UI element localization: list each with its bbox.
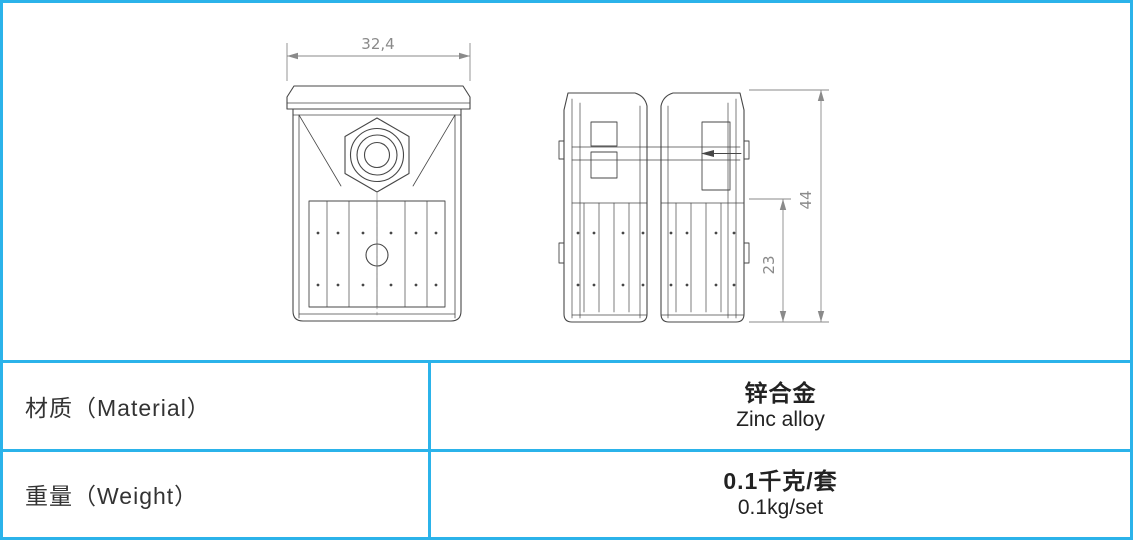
- material-label-cell: 材质（Material）: [3, 363, 431, 449]
- front-rivet-dots: [316, 231, 438, 287]
- weight-label-cell: 重量（Weight）: [3, 451, 431, 537]
- material-value-cell: 锌合金 Zinc alloy: [431, 363, 1130, 449]
- material-label: 材质（Material）: [25, 394, 211, 421]
- height-dimension-label: 44: [797, 190, 815, 209]
- front-view-drawing: [286, 85, 471, 322]
- weight-label: 重量（Weight）: [25, 483, 199, 510]
- weight-value-cell: 0.1千克/套 0.1kg/set: [431, 452, 1130, 538]
- section-arrow-icon: [701, 150, 742, 157]
- material-value-en: Zinc alloy: [736, 407, 825, 431]
- spec-table: 材质（Material） 锌合金 Zinc alloy 重量（Weight） 0…: [3, 360, 1130, 537]
- technical-drawing: 32,4 44 23: [3, 3, 1130, 360]
- side-view-drawing: [558, 92, 750, 323]
- width-dimension-label: 32,4: [361, 35, 394, 53]
- material-value-cn: 锌合金: [744, 379, 817, 406]
- weight-value-cn: 0.1千克/套: [723, 468, 838, 495]
- drawing-canvas: 32,4 44 23: [286, 35, 829, 323]
- partial-height-dimension-label: 23: [760, 255, 778, 274]
- material-row: 材质（Material） 锌合金 Zinc alloy: [3, 363, 1130, 449]
- side-rivet-dots: [576, 231, 736, 287]
- weight-row: 重量（Weight） 0.1千克/套 0.1kg/set: [3, 448, 1130, 538]
- dimension-lines: [286, 43, 829, 323]
- weight-value-en: 0.1kg/set: [737, 496, 824, 520]
